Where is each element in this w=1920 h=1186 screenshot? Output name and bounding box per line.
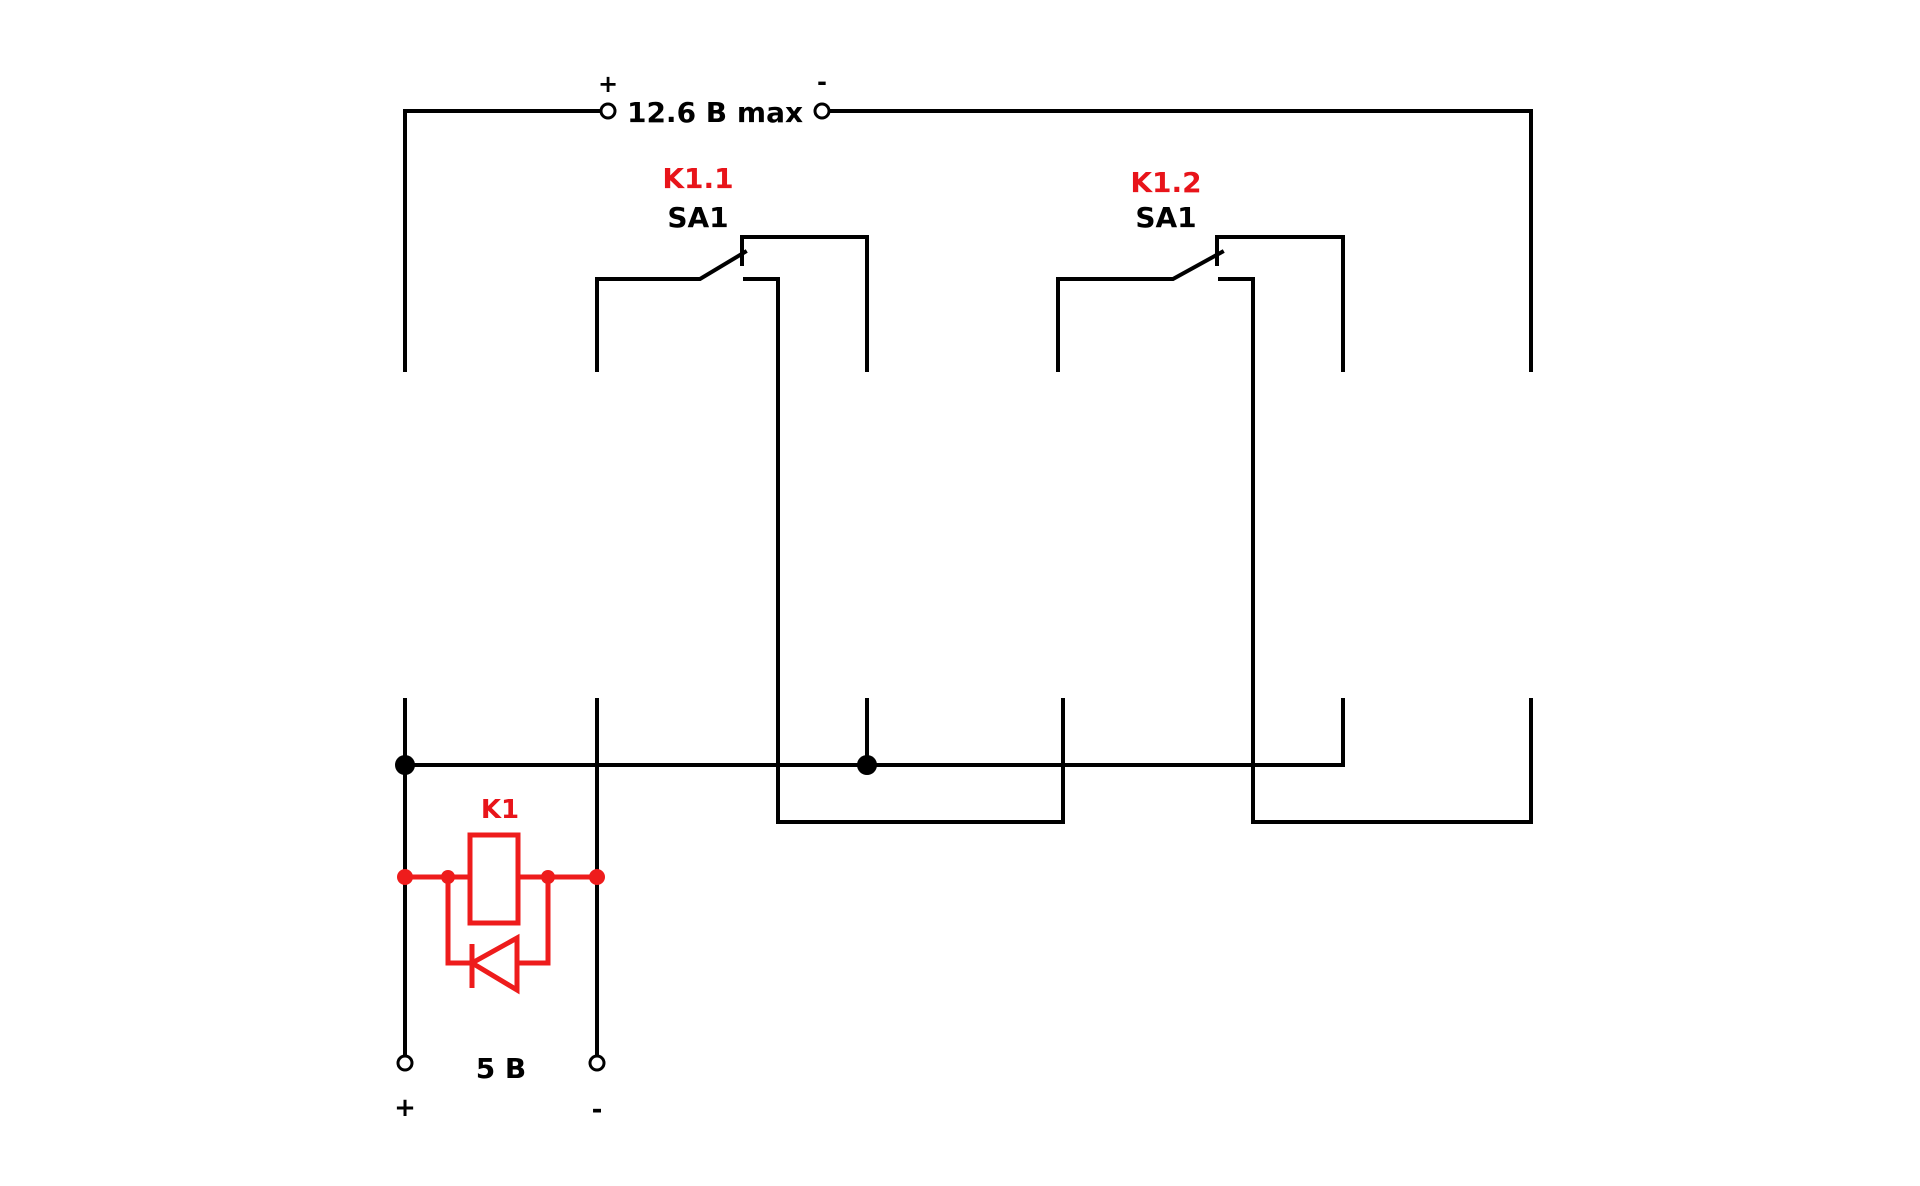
wire-switch-2-to-module-3	[1215, 235, 1345, 372]
switch-k1-1: K1.1 SA1	[595, 162, 1065, 824]
wire-switch-2-nc-return	[1218, 277, 1533, 824]
wire-switch-1-to-module-2	[740, 235, 869, 372]
switch-2-contact-label: K1.2	[1130, 166, 1201, 199]
input-plus-terminal	[396, 1054, 414, 1072]
junction-dot	[541, 870, 555, 884]
switch-1-contact-label: K1.1	[662, 162, 733, 195]
input-terminals: 5 B + -	[394, 1052, 606, 1125]
switch-1-label: SA1	[667, 201, 728, 234]
switch-2-label: SA1	[1135, 201, 1196, 234]
switch-k1-2: K1.2 SA1	[1056, 166, 1533, 824]
wire-switch-1-nc-return	[743, 277, 1065, 824]
relay-wire	[445, 877, 472, 966]
diode-icon	[467, 933, 520, 995]
input-voltage-label: 5 B	[476, 1052, 527, 1085]
junction-dot	[397, 869, 413, 885]
output-plus-label: +	[598, 70, 618, 98]
wire-switch-2-common	[1056, 249, 1225, 372]
wire-out-minus	[828, 109, 1533, 372]
wire-switch-1-common	[595, 249, 748, 372]
relay-label: K1	[481, 795, 519, 825]
relay-k1: K1	[397, 795, 605, 995]
input-minus-terminal	[588, 1054, 606, 1072]
input-minus-label: -	[592, 1095, 603, 1125]
output-plus-terminal	[599, 102, 617, 120]
wire-out-plus	[403, 109, 602, 372]
relay-wire	[517, 877, 551, 966]
output-minus-terminal	[813, 102, 831, 120]
junction-dot	[441, 870, 455, 884]
wire-plus-bus	[403, 698, 1345, 767]
output-rail: + - 12.6 B max	[403, 68, 1533, 372]
output-voltage-label: 12.6 B max	[627, 96, 803, 129]
relay-coil-icon	[467, 832, 521, 926]
junction-dot	[589, 869, 605, 885]
input-plus-label: +	[394, 1093, 416, 1123]
output-minus-label: -	[817, 68, 827, 96]
junction-dot	[395, 755, 415, 775]
junction-dot	[857, 755, 877, 775]
